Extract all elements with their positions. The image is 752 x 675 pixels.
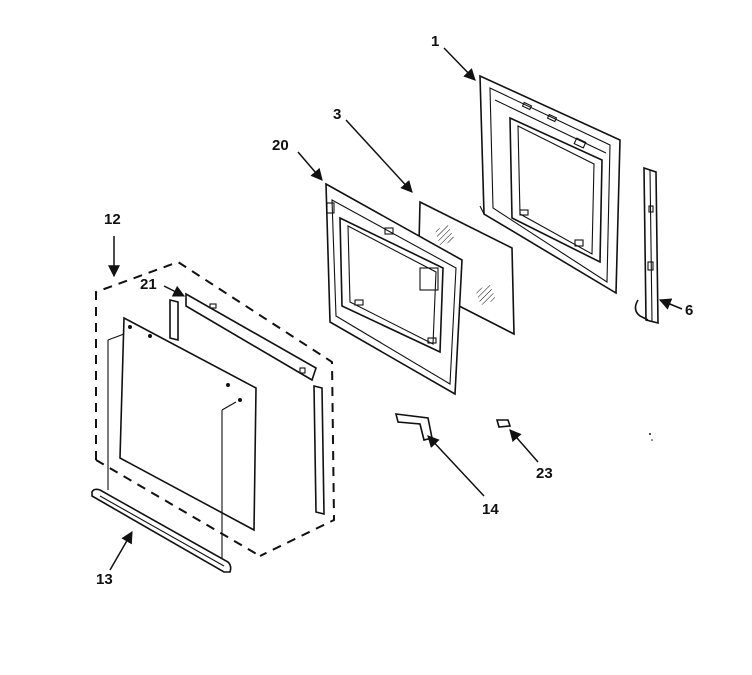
- part-14-bracket: [394, 413, 433, 441]
- arrow-20: [297, 151, 323, 181]
- callout-14: 14: [482, 501, 499, 518]
- arrow-21: [163, 285, 186, 297]
- arrow-3: [345, 119, 413, 193]
- part-6-side-trim: [634, 166, 659, 325]
- callout-23: 23: [536, 465, 553, 482]
- arrow-6: [658, 298, 683, 310]
- callout-6: 6: [685, 302, 693, 319]
- arrow-1: [443, 47, 476, 81]
- side-strip-right: [313, 384, 325, 516]
- leader-arrows: [108, 47, 683, 571]
- callout-20: 20: [272, 137, 289, 154]
- callout-12: 12: [104, 211, 121, 228]
- part-12-door-assembly-outline: [95, 260, 336, 557]
- part-1-details: [519, 101, 587, 247]
- door-window-glass: [107, 316, 257, 560]
- part-13-bottom-strip: [91, 488, 232, 573]
- part-1-outer-door-panel: [479, 74, 621, 295]
- callout-1: 1: [431, 33, 439, 50]
- callout-labels: 1 3 20 6 12 21 14 23 13: [96, 33, 693, 588]
- scan-specks: [649, 433, 653, 441]
- part-20-inner-door-liner: [325, 182, 463, 396]
- arrow-23: [509, 429, 539, 463]
- callout-21: 21: [140, 276, 157, 293]
- callout-3: 3: [333, 106, 341, 123]
- part-21-top-strip: [169, 292, 317, 382]
- arrow-14: [427, 435, 485, 497]
- callout-13: 13: [96, 571, 113, 588]
- part-23-clip: [495, 419, 512, 428]
- arrow-13: [109, 530, 133, 571]
